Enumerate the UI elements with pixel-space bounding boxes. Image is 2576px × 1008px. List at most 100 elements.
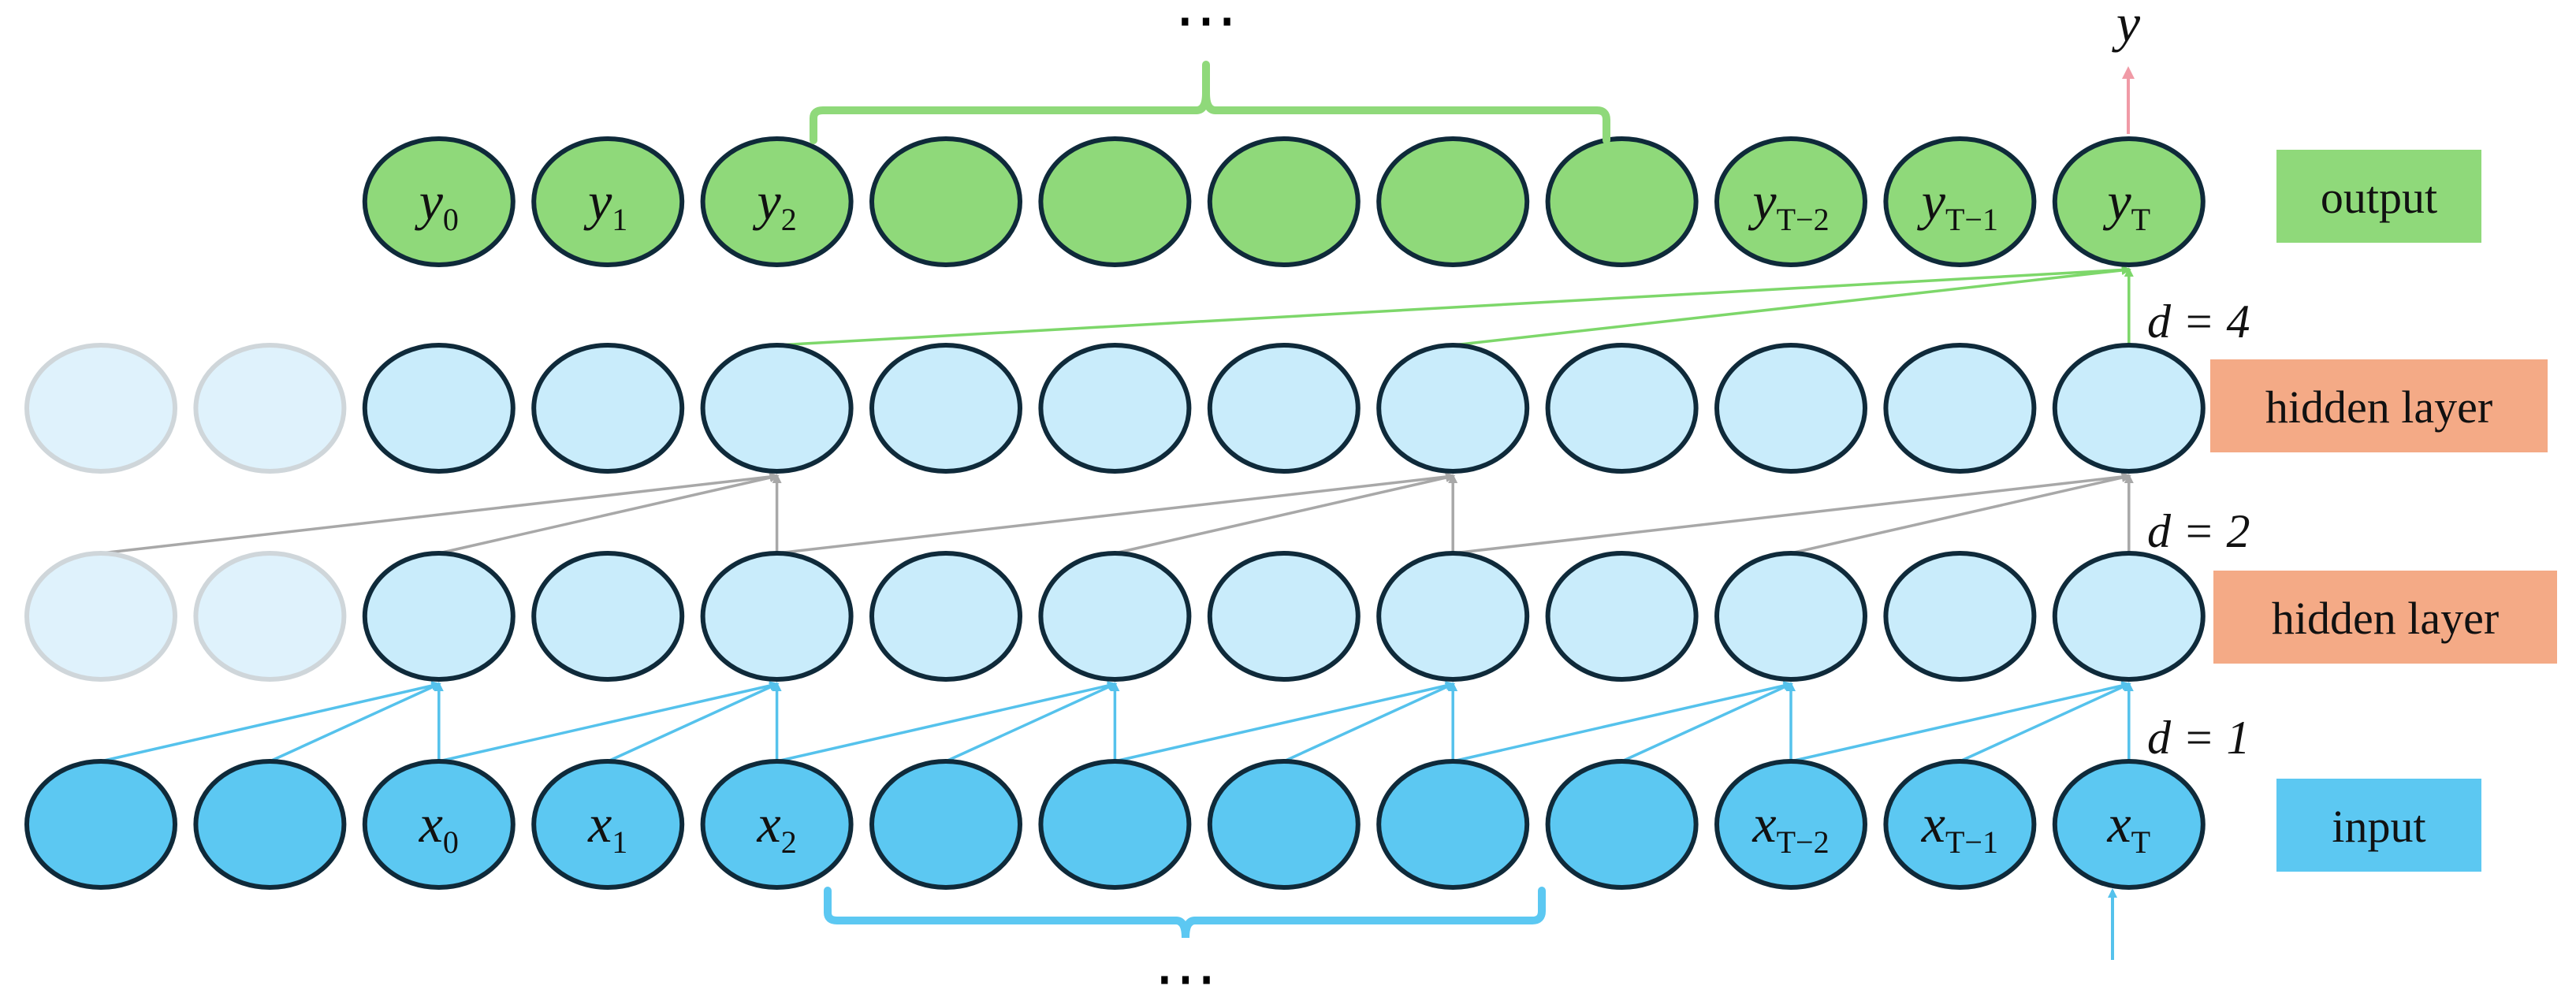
hidden1-node (1714, 551, 1867, 682)
hidden1-node (362, 551, 516, 682)
hidden1-node-padding (24, 551, 177, 682)
hidden2-node (1545, 343, 1699, 474)
output-node-label: yT−2 (1748, 171, 1829, 237)
hidden-lower-label-box (2213, 571, 2557, 664)
output-node (1207, 136, 1361, 267)
edge-input-to-hidden1 (1790, 681, 2131, 763)
hidden2-node (362, 343, 516, 474)
edge-input-to-hidden1 (1452, 681, 1793, 763)
output-node (1545, 136, 1699, 267)
hidden1-node (1545, 551, 1699, 682)
edge-hidden1-to-hidden2 (1790, 473, 2131, 555)
input-node-label: x1 (587, 794, 627, 860)
edge-hidden1-to-hidden2 (776, 472, 1456, 555)
input-node-label: x2 (757, 794, 797, 860)
hidden1-node (531, 551, 685, 682)
edge-hidden1-to-hidden2 (100, 472, 780, 555)
hidden2-node-padding (193, 343, 347, 474)
hidden2-node (1883, 343, 2037, 474)
edge-hidden1-to-hidden2 (1115, 473, 1456, 555)
input-node (1714, 759, 1867, 890)
edge-input-to-hidden1 (100, 681, 441, 763)
output-node (531, 136, 685, 267)
output-node (2052, 136, 2206, 267)
edge-input-to-hidden1 (607, 683, 780, 763)
input-node (24, 759, 177, 890)
input-node (2052, 759, 2206, 890)
top-ellipsis: ⋯ (1174, 0, 1238, 55)
edge-hidden2-to-output (1453, 266, 2131, 347)
edge-input-to-hidden1 (776, 681, 1118, 763)
hidden-upper-label: hidden layer (2265, 381, 2492, 433)
edge-input-to-hidden1 (945, 683, 1118, 763)
hidden1-node (1207, 551, 1361, 682)
network-nodes: x0 x1 x2 xT−2 xT−1 xT y0 y1 y2 yT−2 yT−1 yT (24, 136, 2206, 890)
input-node-label: xT−1 (1921, 794, 1998, 860)
output-node (1376, 136, 1530, 267)
input-node (1376, 759, 1530, 890)
hidden2-node (2052, 343, 2206, 474)
top-brace (810, 92, 1610, 144)
edge-input-to-hidden1 (1283, 683, 1455, 763)
bottom-ellipsis: ⋯ (1154, 944, 1217, 1008)
edge-input-to-hidden1 (269, 683, 441, 763)
output-node (1038, 136, 1192, 267)
hidden1-node (869, 551, 1022, 682)
output-node (1883, 136, 2037, 267)
input-node (1207, 759, 1361, 890)
hidden-lower-label: hidden layer (2272, 593, 2499, 644)
hidden1-node (1038, 551, 1192, 682)
edge-input-to-hidden1 (1621, 683, 1793, 763)
input-label-box (2276, 779, 2481, 872)
dilation-label-4: d = 4 (2147, 296, 2250, 348)
hidden2-node (869, 343, 1022, 474)
output-node (362, 136, 516, 267)
input-node (1883, 759, 2037, 890)
final-output-label: y (2112, 0, 2141, 53)
hidden2-node (700, 343, 854, 474)
output-node-label: yT−1 (1917, 171, 1998, 237)
bottom-brace (824, 887, 1546, 939)
output-label-box (2276, 150, 2481, 243)
output-node-label: y2 (753, 171, 797, 237)
input-node (531, 759, 685, 890)
input-node-label: x0 (419, 794, 459, 860)
input-node (362, 759, 516, 890)
input-node (869, 759, 1022, 890)
input-node (1545, 759, 1699, 890)
input-node (193, 759, 347, 890)
input-node (700, 759, 854, 890)
edge-hidden2-to-output (776, 265, 2131, 347)
output-node (869, 136, 1022, 267)
hidden2-node (1714, 343, 1867, 474)
hidden2-node (531, 343, 685, 474)
hidden1-node (1376, 551, 1530, 682)
dilation-label-2: d = 2 (2147, 505, 2250, 557)
edge-hidden1-to-hidden2 (438, 473, 780, 555)
connection-edges (100, 265, 2134, 763)
hidden-upper-label-box (2210, 359, 2548, 452)
hidden2-node (1038, 343, 1192, 474)
output-label: output (2321, 172, 2437, 223)
dilation-label-1: d = 1 (2147, 712, 2250, 764)
output-node-label: y1 (583, 171, 627, 237)
input-node (1038, 759, 1192, 890)
hidden1-node (2052, 551, 2206, 682)
output-node-label: yT (2102, 171, 2150, 237)
hidden1-node (700, 551, 854, 682)
edge-input-to-hidden1 (1115, 681, 1456, 763)
hidden2-node (1376, 343, 1530, 474)
hidden2-node-padding (24, 343, 177, 474)
output-node-label: y0 (415, 171, 459, 237)
output-node (1714, 136, 1867, 267)
input-label: input (2332, 801, 2425, 852)
input-node-label: xT (2106, 794, 2150, 860)
hidden1-node (1883, 551, 2037, 682)
input-node-label: xT−2 (1751, 794, 1829, 860)
edge-input-to-hidden1 (438, 681, 780, 763)
edge-input-to-hidden1 (1959, 683, 2131, 763)
edge-hidden1-to-hidden2 (1453, 472, 2131, 555)
hidden1-node-padding (193, 551, 347, 682)
hidden2-node (1207, 343, 1361, 474)
output-node (700, 136, 854, 267)
